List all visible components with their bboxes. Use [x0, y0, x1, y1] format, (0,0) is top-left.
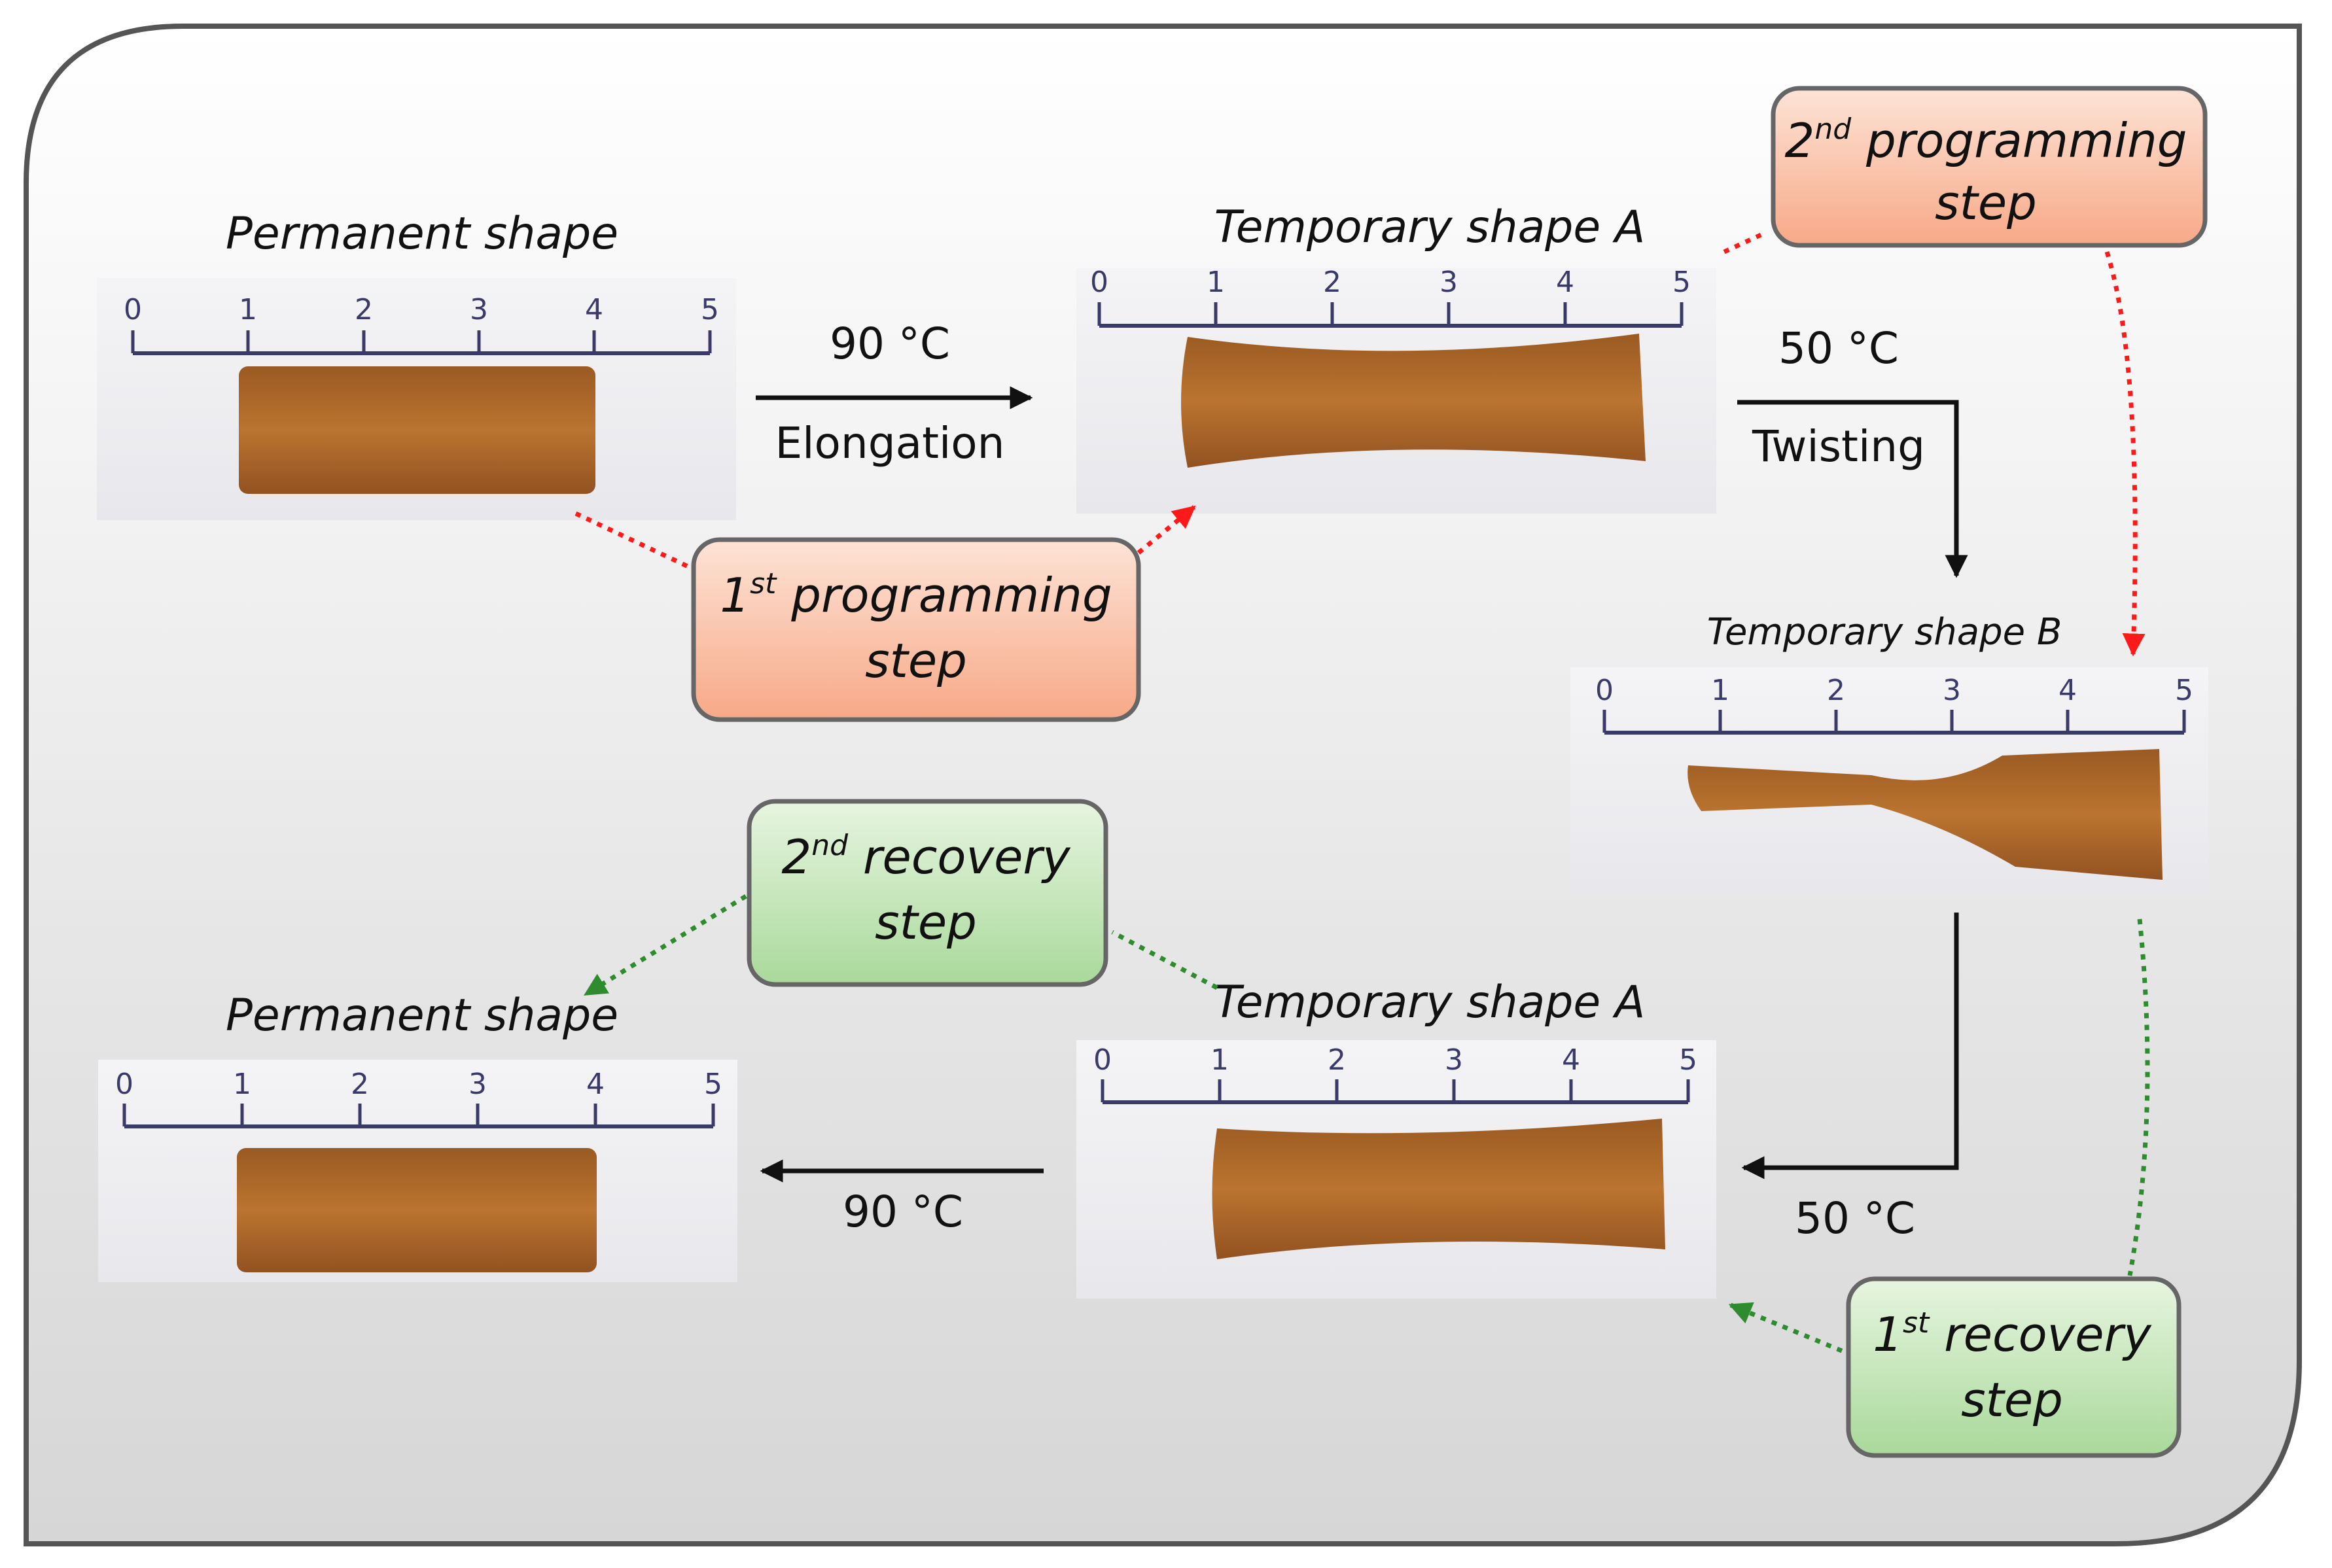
ruler-tick-4: 4	[585, 293, 603, 326]
ruler-tick-1: 1	[239, 293, 257, 326]
step-label-line2: step	[875, 895, 977, 950]
ruler-tick-3: 3	[470, 293, 488, 326]
first-recovery-step-box: 1st recovery step	[1846, 1276, 2182, 1458]
elongation-temperature: 90 °C	[830, 319, 950, 369]
ruler: 0 1 2 3 4 5	[1090, 266, 1691, 328]
photo-temporary-a-top: 0 1 2 3 4 5	[1076, 266, 1716, 514]
dotted-line-prog2-from-temp-a	[1723, 230, 1768, 254]
ruler: 0 1 2 3 4 5	[1093, 1043, 1697, 1104]
ruler-tick-4: 4	[1562, 1043, 1580, 1077]
ruler-tick-5: 5	[2175, 674, 2193, 707]
arrow-twisting	[1737, 400, 1968, 578]
dotted-arrow-prog1-to-temp-a	[1137, 505, 1196, 555]
ruler-tick-2: 2	[355, 293, 373, 326]
second-programming-step-box: 2nd programming step	[1771, 86, 2208, 248]
ruler-tick-0: 0	[1093, 1043, 1112, 1077]
ruler-tick-4: 4	[2058, 674, 2077, 707]
ruler-tick-0: 0	[124, 293, 142, 326]
ruler-tick-5: 5	[1679, 1043, 1697, 1077]
ruler-tick-0: 0	[115, 1068, 133, 1101]
polymer-sample	[1212, 1119, 1665, 1259]
polymer-sample	[1181, 334, 1646, 468]
elongation-label: Elongation	[775, 418, 1004, 468]
polymer-sample	[237, 1148, 597, 1272]
dotted-arrow-rec1-to-temp-a	[1728, 1302, 1843, 1353]
dotted-line-prog1-from-permanent	[574, 511, 695, 572]
ruler-tick-1: 1	[1207, 266, 1225, 299]
second-recovery-step-box: 2nd recovery step	[747, 799, 1108, 987]
polymer-sample	[239, 366, 595, 494]
photo-temporary-a-bottom: 0 1 2 3 4 5	[1076, 1040, 1716, 1298]
step-label-line2: step	[1961, 1372, 2063, 1427]
ruler-tick-3: 3	[468, 1068, 487, 1101]
ruler-tick-3: 3	[1440, 266, 1458, 299]
ruler-tick-5: 5	[701, 293, 719, 326]
label-temporary-shape-a-bottom: Temporary shape A	[1214, 977, 1646, 1028]
ruler: 0 1 2 3 4 5	[124, 293, 719, 355]
label-temporary-shape-a-top: Temporary shape A	[1214, 201, 1646, 253]
label-permanent-shape-bottom: Permanent shape	[226, 990, 618, 1041]
step-label-line2: step	[1935, 175, 2037, 230]
ruler: 0 1 2 3 4 5	[115, 1068, 722, 1128]
ruler-tick-2: 2	[1323, 266, 1341, 299]
step-label-line2: step	[865, 633, 967, 688]
ruler-tick-4: 4	[1556, 266, 1574, 299]
first-recovery-temperature: 50 °C	[1795, 1193, 1915, 1244]
ruler-tick-2: 2	[1328, 1043, 1346, 1077]
ruler-tick-3: 3	[1445, 1043, 1463, 1077]
second-recovery-temperature: 90 °C	[843, 1187, 963, 1237]
step-label-line1: 1st recovery	[1873, 1306, 2152, 1362]
ruler-tick-3: 3	[1943, 674, 1961, 707]
arrow-first-recovery	[1741, 913, 1959, 1179]
ruler-tick-2: 2	[351, 1068, 369, 1101]
photo-permanent-top: 0 1 2 3 4 5	[97, 278, 736, 520]
twisting-temperature: 50 °C	[1778, 323, 1899, 374]
ruler-tick-0: 0	[1595, 674, 1614, 707]
step-label-line1: 2nd programming	[1785, 113, 2187, 168]
photo-permanent-bottom: 0 1 2 3 4 5	[98, 1060, 737, 1282]
ruler-tick-1: 1	[233, 1068, 251, 1101]
label-temporary-shape-b: Temporary shape B	[1707, 611, 2062, 653]
photo-temporary-b: 0 1 2 3 4 5	[1570, 667, 2208, 891]
dotted-line-rec2-from-temp-a	[1111, 930, 1218, 990]
ruler: 0 1 2 3 4 5	[1595, 674, 2193, 735]
step-label-line1: 1st programming	[720, 567, 1112, 623]
ruler-tick-4: 4	[586, 1068, 605, 1101]
dotted-arrow-prog2-to-temp-b	[2104, 251, 2146, 657]
ruler-tick-1: 1	[1210, 1043, 1229, 1077]
ruler-tick-1: 1	[1711, 674, 1729, 707]
twisting-label: Twisting	[1752, 421, 1925, 472]
ruler-tick-0: 0	[1090, 266, 1108, 299]
dotted-arrow-rec2-to-permanent	[584, 894, 747, 996]
ruler-tick-5: 5	[1672, 266, 1691, 299]
label-permanent-shape-top: Permanent shape	[226, 208, 618, 260]
first-programming-step-box: 1st programming step	[691, 537, 1141, 722]
step-label-line1: 2nd recovery	[781, 829, 1071, 884]
ruler-tick-2: 2	[1827, 674, 1845, 707]
dotted-line-rec1-from-temp-b	[2127, 918, 2150, 1276]
twisted-polymer-sample	[1687, 749, 2163, 880]
ruler-tick-5: 5	[704, 1068, 722, 1101]
